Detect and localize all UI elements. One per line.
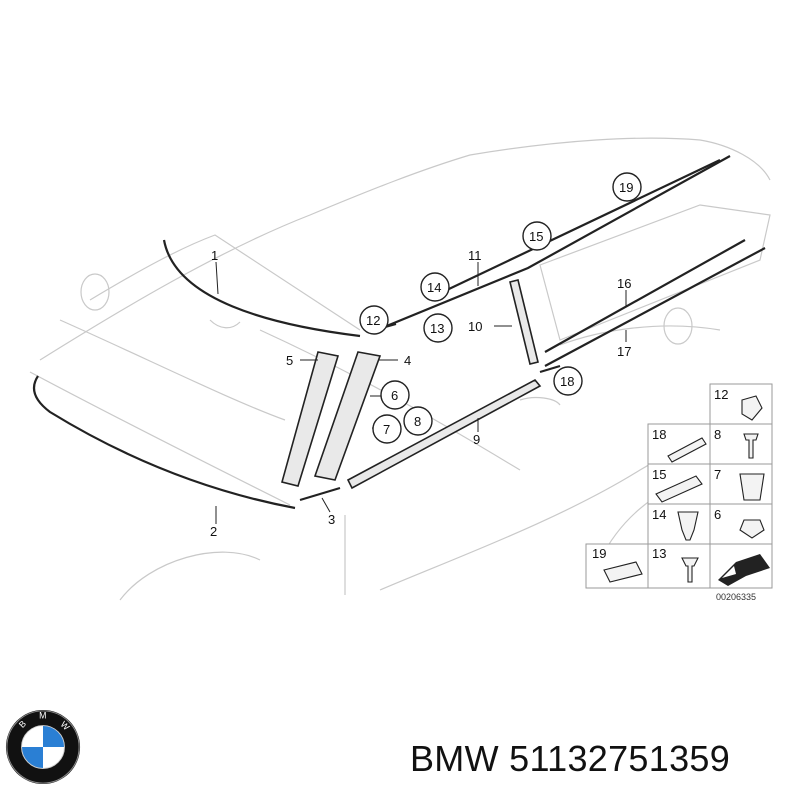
legend-grommet-7 xyxy=(739,473,765,501)
a-pillar-bracket xyxy=(281,351,340,487)
callout-16: 16 xyxy=(617,276,631,291)
a-pillar-cover xyxy=(313,351,382,481)
legend-clip-15 xyxy=(655,475,703,503)
callout-1: 1 xyxy=(211,248,218,263)
legend-screw-8 xyxy=(743,433,759,459)
callout-4: 4 xyxy=(404,353,411,368)
part-number-label: BMW 51132751359 xyxy=(410,738,731,779)
fastener-legend: 12 18 8 15 7 14 6 19 13 00206335 xyxy=(585,383,773,602)
logo-quadrant-bl xyxy=(21,747,43,769)
bmw-logo: B M W xyxy=(5,709,81,785)
callout-11: 11 xyxy=(468,248,482,263)
roof-drip-molding xyxy=(371,155,731,334)
legend-clip-12 xyxy=(741,395,763,421)
legend-18: 18 xyxy=(652,427,666,442)
diagram-reference: 00206335 xyxy=(716,592,756,602)
legend-clip-6 xyxy=(739,519,765,539)
legend-14: 14 xyxy=(652,507,666,522)
callout-2: 2 xyxy=(210,524,217,539)
legend-15: 15 xyxy=(652,467,666,482)
legend-6: 6 xyxy=(714,507,721,522)
b-pillar-trim xyxy=(509,279,539,365)
callout-13: 13 xyxy=(430,321,444,336)
legend-clip-18 xyxy=(667,437,707,463)
callout-7: 7 xyxy=(383,422,390,437)
callout-10: 10 xyxy=(468,319,482,334)
logo-quadrant-tl xyxy=(21,725,43,747)
legend-19: 19 xyxy=(592,546,606,561)
rear-seal-strip xyxy=(539,364,561,374)
windshield-upper-trim xyxy=(162,239,361,338)
callout-5: 5 xyxy=(286,353,293,368)
arrow-icon xyxy=(718,554,770,586)
arrow-head-icon xyxy=(722,566,736,578)
leader-lines xyxy=(215,261,627,524)
callout-6: 6 xyxy=(391,388,398,403)
legend-pad-19 xyxy=(603,561,643,583)
circled-callouts: 6 7 8 12 13 14 15 18 19 xyxy=(359,172,642,444)
callout-14: 14 xyxy=(427,280,441,295)
window-belt-molding-upper xyxy=(544,239,746,353)
legend-clip-14 xyxy=(677,511,699,541)
front-lower-trim-piece xyxy=(299,486,341,502)
callout-9: 9 xyxy=(473,432,480,447)
window-belt-molding-lower xyxy=(544,247,766,367)
callout-8: 8 xyxy=(414,414,421,429)
logo-letter-b: B xyxy=(17,718,28,729)
callouts: 1 2 3 4 5 9 10 11 16 17 xyxy=(210,248,631,539)
parts-diagram: 1 2 3 4 5 9 10 11 16 17 6 7 8 12 13 14 1… xyxy=(29,137,773,602)
logo-quadrant-tr xyxy=(43,725,65,747)
trim-parts xyxy=(32,155,766,510)
callout-19: 19 xyxy=(619,180,633,195)
callout-12: 12 xyxy=(366,313,380,328)
logo-quadrant-br xyxy=(43,747,65,769)
legend-screw-13 xyxy=(681,557,699,583)
legend-8: 8 xyxy=(714,427,721,442)
legend-13: 13 xyxy=(652,546,666,561)
door-sill-molding xyxy=(346,378,542,490)
legend-12: 12 xyxy=(714,387,728,402)
callout-15: 15 xyxy=(529,229,543,244)
legend-7: 7 xyxy=(714,467,721,482)
logo-letter-m: M xyxy=(39,711,46,721)
callout-18: 18 xyxy=(560,374,574,389)
callout-3: 3 xyxy=(328,512,335,527)
callout-17: 17 xyxy=(617,344,631,359)
windshield-lower-trim xyxy=(32,375,296,510)
